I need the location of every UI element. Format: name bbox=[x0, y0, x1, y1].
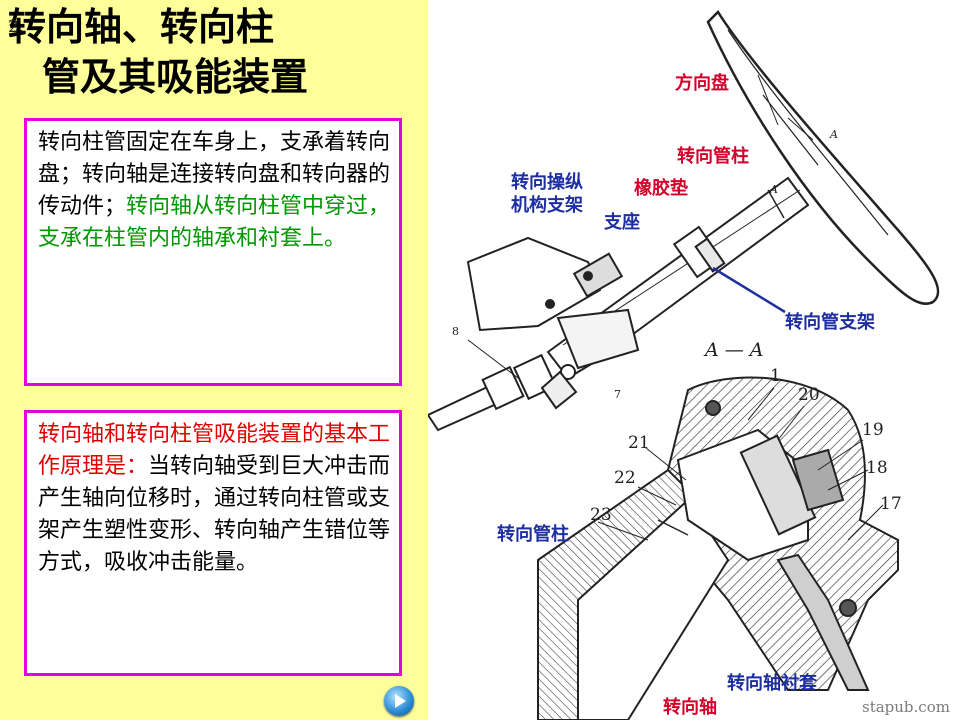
mark-a-lower: A bbox=[770, 183, 778, 196]
structure-text: 转向柱管固定在车身上，支承着转向盘；转向轴是连接转向盘和转向器的传动件； bbox=[38, 130, 391, 219]
part-number-23: 23 bbox=[590, 505, 612, 525]
column-bracket-pointer bbox=[712, 266, 786, 314]
label-steering-wheel: 方向盘 bbox=[675, 73, 729, 94]
left-text-panel: 2. 转向轴、转向柱 管及其吸能装置 转向柱管固定在车身上，支承着转向盘；转向轴… bbox=[0, 0, 428, 720]
lower-joint-drawing bbox=[428, 339, 578, 432]
label-mechanism-bracket-line2: 机构支架 bbox=[511, 195, 583, 216]
principle-text-highlight: 转向轴和转向柱管吸能装置的基本工作原理是： bbox=[38, 422, 391, 479]
mechanism-bracket-drawing bbox=[466, 236, 640, 370]
label-shaft: 转向轴 bbox=[663, 697, 717, 718]
part-number-19: 19 bbox=[862, 420, 884, 440]
title-line2: 管及其吸能装置 bbox=[42, 55, 309, 99]
play-icon bbox=[395, 694, 406, 708]
title-line1: 转向轴、转向柱 bbox=[8, 5, 275, 49]
label-mechanism-bracket-line1: 转向操纵 bbox=[511, 172, 583, 193]
label-shaft-bushing: 转向轴衬套 bbox=[727, 673, 817, 694]
part-number-21: 21 bbox=[628, 433, 650, 453]
play-button[interactable] bbox=[384, 686, 414, 716]
part-number-18: 18 bbox=[866, 458, 888, 478]
part-number-22: 22 bbox=[614, 468, 636, 488]
steering-wheel-drawing bbox=[706, 10, 940, 305]
section-aa-drawing bbox=[537, 376, 899, 720]
leader-lines bbox=[597, 387, 884, 541]
structure-text-highlight: 转向轴从转向柱管中穿过，支承在柱管内的轴承和衬套上。 bbox=[38, 194, 391, 251]
mark-a-upper: A bbox=[830, 128, 838, 141]
description-box-principle: 转向轴和转向柱管吸能装置的基本工作原理是：当转向轴受到巨大冲击而产生轴向位移时，… bbox=[24, 410, 402, 676]
steering-column-diagram bbox=[428, 10, 940, 720]
part-number-17: 17 bbox=[880, 494, 902, 514]
part-number-1: 1 bbox=[770, 366, 781, 386]
principle-text: 当转向轴受到巨大冲击而产生轴向位移时，通过转向柱管或支架产生塑性变形、转向轴产生… bbox=[38, 454, 391, 575]
part-number-20: 20 bbox=[798, 385, 820, 405]
label-support-seat: 支座 bbox=[604, 212, 640, 233]
slide-title: 2. 转向轴、转向柱 管及其吸能装置 bbox=[8, 2, 418, 102]
title-number: 2. bbox=[8, 17, 25, 37]
description-box-structure: 转向柱管固定在车身上，支承着转向盘；转向轴是连接转向盘和转向器的传动件；转向轴从… bbox=[24, 118, 402, 386]
part-number-8: 8 bbox=[452, 325, 459, 338]
label-steering-column: 转向管柱 bbox=[677, 146, 749, 167]
label-column-bracket: 转向管支架 bbox=[785, 312, 875, 333]
label-rubber-pad: 橡胶垫 bbox=[634, 178, 688, 199]
section-label: A — A bbox=[705, 339, 764, 361]
part-number-7: 7 bbox=[614, 388, 621, 401]
watermark: stapub.com bbox=[862, 698, 950, 716]
label-column-lower: 转向管柱 bbox=[497, 524, 569, 545]
